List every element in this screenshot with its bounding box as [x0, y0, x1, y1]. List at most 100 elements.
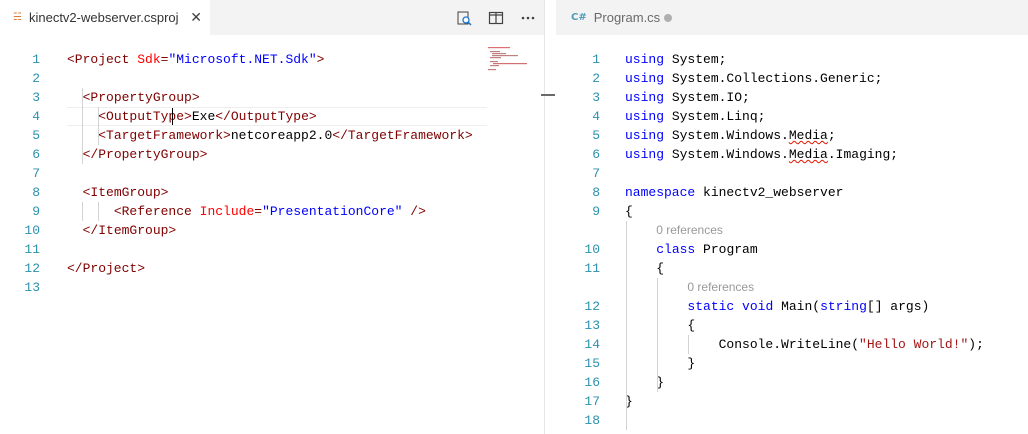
code-token: using — [625, 109, 665, 124]
line-number: 11 — [24, 242, 40, 257]
code-line[interactable]: 1<Project Sdk="Microsoft.NET.Sdk"> — [0, 50, 544, 69]
code-token: System.Linq; — [664, 109, 766, 124]
code-line[interactable]: 12 static void Main(string[] args) — [556, 297, 1028, 316]
code-line[interactable]: 11 — [0, 240, 544, 259]
code-line[interactable]: 17} — [556, 392, 1028, 411]
open-preview-icon[interactable] — [448, 0, 480, 35]
code-token: Exe — [191, 109, 216, 124]
codelens-references[interactable]: 0 references — [556, 278, 1028, 297]
code-token: System.Windows. — [664, 147, 789, 162]
code-line[interactable]: 7 — [0, 164, 544, 183]
code-line[interactable]: 5 <TargetFramework>netcoreapp2.0</Target… — [0, 126, 544, 145]
code-line[interactable]: 12</Project> — [0, 259, 544, 278]
code-line[interactable]: 14 Console.WriteLine("Hello World!"); — [556, 335, 1028, 354]
code-token: <Reference — [113, 204, 200, 219]
codelens-label[interactable]: 0 references — [687, 280, 755, 294]
code-text[interactable]: static void Main(string[] args) — [625, 297, 929, 316]
code-token: <PropertyGroup> — [82, 90, 200, 105]
code-text[interactable]: } — [625, 392, 633, 411]
code-text[interactable]: using System; — [625, 50, 726, 69]
code-line[interactable]: 8 namespace kinectv2_webserver — [556, 183, 1028, 202]
code-text[interactable]: <Reference Include="PresentationCore" /> — [67, 202, 426, 221]
code-text[interactable]: </Project> — [67, 259, 145, 278]
codelens-label[interactable]: 0 references — [656, 223, 723, 237]
unsaved-dot-icon[interactable] — [664, 13, 672, 22]
tab-csproj[interactable]: ☵ kinectv2-webserver.csproj ✕ — [0, 0, 210, 35]
code-line[interactable]: 10 </ItemGroup> — [0, 221, 544, 240]
code-text[interactable]: <OutputType>Exe</OutputType> — [67, 107, 316, 126]
csharp-file-icon: C# — [571, 12, 587, 23]
code-text[interactable]: using System.Windows.Media; — [625, 126, 836, 145]
code-text[interactable]: } — [625, 354, 695, 373]
code-text[interactable]: namespace kinectv2_webserver — [625, 183, 843, 202]
close-icon[interactable]: ✕ — [190, 9, 202, 25]
line-number: 13 — [24, 280, 40, 295]
line-number: 7 — [32, 166, 40, 181]
code-text[interactable]: using System.IO; — [625, 88, 750, 107]
more-actions-icon[interactable] — [512, 0, 544, 35]
code-line[interactable]: 18 — [556, 411, 1028, 430]
code-line[interactable]: 9{ — [556, 202, 1028, 221]
code-line[interactable]: 7 — [556, 164, 1028, 183]
code-line[interactable]: 3 <PropertyGroup> — [0, 88, 544, 107]
code-text[interactable]: using System.Collections.Generic; — [625, 69, 882, 88]
overview-ruler-cursor — [541, 94, 555, 96]
code-token: "Hello World!" — [859, 337, 969, 352]
code-text[interactable]: { — [625, 202, 633, 221]
code-line[interactable]: 13 — [0, 278, 544, 297]
code-line[interactable]: 2 — [0, 69, 544, 88]
code-text[interactable]: </ItemGroup> — [67, 221, 177, 240]
code-text[interactable]: { — [625, 259, 664, 278]
code-line[interactable]: 11 { — [556, 259, 1028, 278]
code-text[interactable]: class Program — [625, 240, 757, 259]
code-token: { — [625, 204, 633, 219]
code-line[interactable]: 13 { — [556, 316, 1028, 335]
code-line[interactable]: 8 <ItemGroup> — [0, 183, 544, 202]
code-token: namespace — [625, 185, 696, 200]
code-token: using — [625, 90, 665, 105]
code-text[interactable]: <ItemGroup> — [67, 183, 169, 202]
code-token: = — [160, 52, 169, 67]
code-token: "Microsoft.NET.Sdk" — [168, 52, 317, 67]
minimap[interactable] — [488, 47, 540, 73]
line-number: 8 — [32, 185, 40, 200]
left-tab-bar: ☵ kinectv2-webserver.csproj ✕ — [0, 0, 544, 35]
code-text[interactable]: Console.WriteLine("Hello World!"); — [625, 335, 984, 354]
codelens-references[interactable]: 0 references — [556, 221, 1028, 240]
code-token: <OutputType> — [98, 109, 192, 124]
code-text[interactable]: } — [625, 373, 664, 392]
code-line[interactable]: 4 <OutputType>Exe</OutputType> — [0, 107, 544, 126]
code-line[interactable]: 9 <Reference Include="PresentationCore" … — [0, 202, 544, 221]
line-number: 8 — [592, 185, 600, 200]
code-text[interactable]: <PropertyGroup> — [67, 88, 200, 107]
tab-program-cs[interactable]: C# Program.cs — [556, 0, 682, 35]
code-text[interactable]: using System.Linq; — [625, 107, 765, 126]
code-line[interactable]: 10 class Program — [556, 240, 1028, 259]
code-line[interactable]: 15 } — [556, 354, 1028, 373]
code-token — [67, 185, 83, 200]
editor-group-divider[interactable] — [544, 0, 557, 434]
code-token: ; — [827, 128, 836, 143]
code-text[interactable]: </PropertyGroup> — [67, 145, 208, 164]
code-line[interactable]: 16 } — [556, 373, 1028, 392]
tab-label: kinectv2-webserver.csproj — [28, 10, 179, 25]
code-token: <TargetFramework> — [98, 128, 231, 143]
current-line-highlight — [67, 107, 487, 126]
code-line[interactable]: 6 </PropertyGroup> — [0, 145, 544, 164]
code-text[interactable]: { — [625, 316, 695, 335]
indent-guide — [657, 278, 658, 392]
tab-label: Program.cs — [593, 10, 661, 25]
code-text[interactable]: using System.Windows.Media.Imaging; — [625, 145, 898, 164]
code-text[interactable]: <TargetFramework>netcoreapp2.0</TargetFr… — [67, 126, 472, 145]
code-text[interactable]: <Project Sdk="Microsoft.NET.Sdk"> — [67, 50, 324, 69]
split-editor-icon[interactable] — [480, 0, 512, 35]
code-token: using — [625, 128, 665, 143]
